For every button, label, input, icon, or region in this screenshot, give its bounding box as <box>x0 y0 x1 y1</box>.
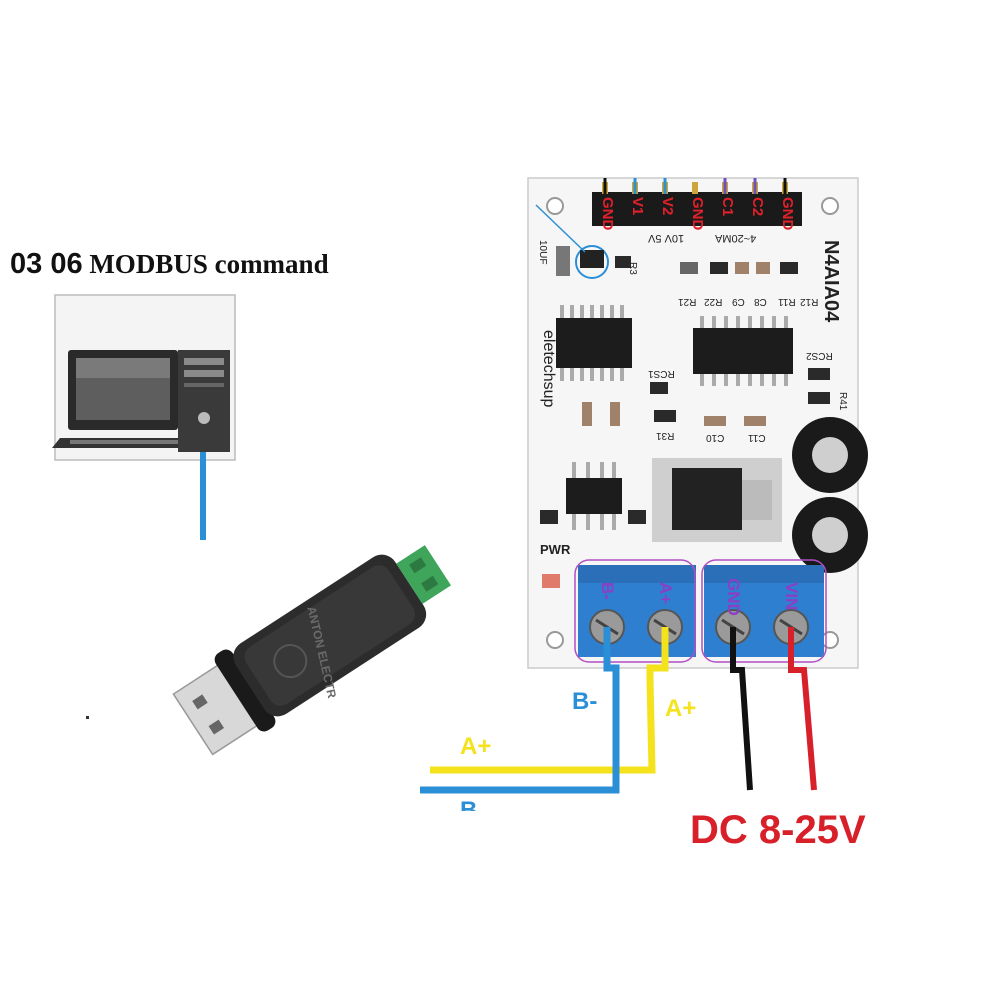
title-prefix: 03 06 <box>10 248 83 280</box>
silk-pwr: PWR <box>540 542 571 557</box>
terminal-block-power <box>701 559 827 663</box>
terminal-label-gnd: GND <box>724 578 743 616</box>
board-brand: eletechsup <box>540 330 557 408</box>
pin-label-v1: V1 <box>629 197 646 216</box>
pin-label-c2: C2 <box>749 197 766 217</box>
pin-note-current: 4~20MA <box>715 232 757 244</box>
wire-gnd <box>730 627 753 791</box>
ic-right <box>693 316 793 386</box>
pin-label-c1: C1 <box>719 197 736 217</box>
silk-c11: C11 <box>748 432 766 443</box>
pin-note-voltage: 10V 5V <box>648 232 685 244</box>
wire-label-b-left: B <box>460 797 478 811</box>
wire-label-a-plus-left: A+ <box>460 733 492 760</box>
title-suffix: MODBUS command <box>89 249 329 279</box>
pin-label-gnd-1: GND <box>599 197 616 231</box>
voltage-regulator <box>652 458 782 542</box>
silk-c9: C9 <box>732 296 745 307</box>
silk-10uf: 10UF <box>537 240 548 265</box>
silk-r41: R41 <box>837 392 848 411</box>
module-board <box>527 177 868 669</box>
wire-label-b-minus-right: B- <box>572 688 598 715</box>
terminal-label-vin: VIN <box>782 582 801 611</box>
silk-c10: C10 <box>706 432 725 443</box>
diagram-title: 03 06 MODBUS command <box>10 248 329 281</box>
wire-vin <box>788 627 817 791</box>
pin-label-v2: V2 <box>659 197 676 216</box>
silk-r3: R3 <box>627 262 638 275</box>
silk-rcs1: RCS1 <box>648 368 675 379</box>
ic-small <box>566 462 622 530</box>
pin-label-gnd-2: GND <box>689 197 706 231</box>
silk-rcs2: RCS2 <box>806 350 833 361</box>
stray-dot <box>86 716 89 719</box>
usb-dongle <box>172 545 452 756</box>
tower-icon <box>178 350 230 452</box>
ic-left <box>556 305 632 381</box>
silk-r31: R31 <box>656 430 675 441</box>
silk-r22: R22 <box>704 296 723 307</box>
silk-r11: R11 <box>778 296 796 307</box>
pin-label-gnd-3: GND <box>779 197 796 231</box>
wire-b-minus <box>420 627 620 794</box>
wire-label-a-plus-right: A+ <box>665 695 697 722</box>
monitor-icon <box>52 350 196 448</box>
silk-r12: R12 <box>800 296 819 307</box>
silk-r21: R21 <box>678 296 697 307</box>
terminal-label-a-plus: A+ <box>656 582 675 605</box>
power-label: DC 8-25V <box>690 808 866 852</box>
terminal-label-b-minus: B- <box>598 582 617 600</box>
terminal-block-rs485 <box>574 559 696 663</box>
silk-c8: C8 <box>754 296 767 307</box>
board-model: N4AIA04 <box>820 240 842 323</box>
capacitors <box>792 417 868 573</box>
